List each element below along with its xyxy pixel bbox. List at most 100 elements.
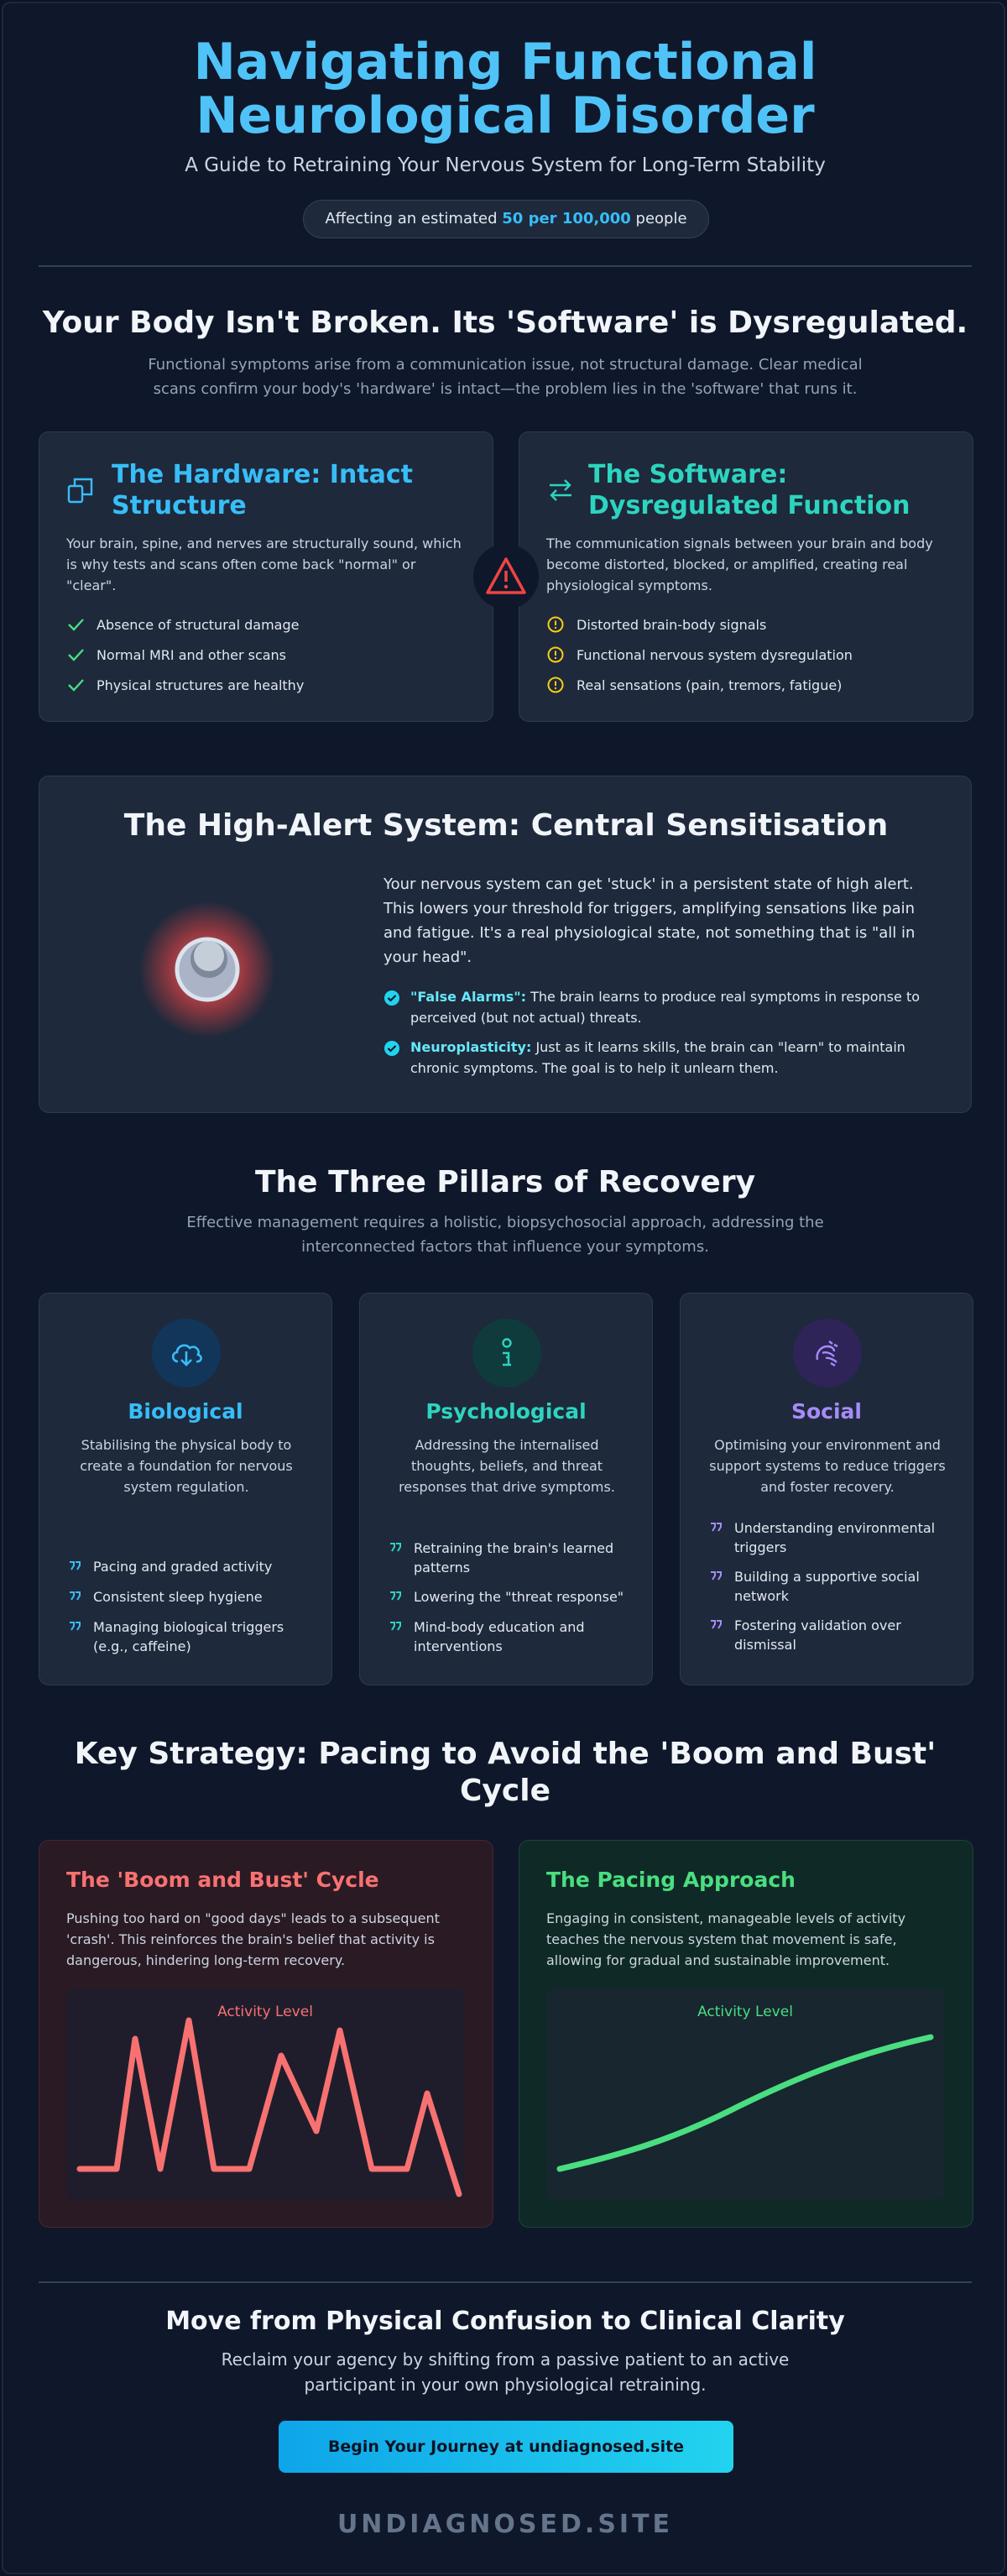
quote-icon [70, 1591, 81, 1601]
divider [39, 2281, 972, 2283]
check-circle-icon [384, 1041, 399, 1056]
software-title: The Software: Dysregulated Function [588, 459, 910, 521]
check-icon [68, 619, 84, 631]
pillar-item-text: Lowering the "threat response" [414, 1589, 624, 1605]
main-title-line1: Navigating Functional [193, 33, 817, 91]
pillar-biological: Biological Stabilising the physical body… [39, 1293, 332, 1685]
alert-glow [140, 902, 274, 1037]
footer-desc: Reclaim your agency by shifting from a p… [3, 2347, 1004, 2397]
section3-subtitle-line1: Effective management requires a holistic… [186, 1214, 824, 1231]
quote-icon [390, 1543, 401, 1552]
section2-desc: Your nervous system can get 'stuck' in a… [383, 872, 954, 969]
section2-desc-line: your head". [383, 948, 472, 966]
pillar-item: Managing biological triggers (e.g., caff… [70, 1617, 320, 1656]
boom-bust-line [76, 2017, 462, 2197]
neuroplasticity-text: Just as it learns skills, the brain can … [531, 1039, 905, 1055]
pillar-desc-line: system regulation. [123, 1479, 249, 1495]
pillar-item: Mind-body education and interventions [390, 1617, 640, 1656]
warning-triangle-icon [486, 557, 526, 594]
neuroplasticity-text-line2: chronic symptoms. The goal is to help it… [410, 1060, 779, 1076]
pillar-desc-line: responses that drive symptoms. [399, 1479, 615, 1495]
pillar-desc-line: thoughts, beliefs, and threat [410, 1458, 603, 1474]
section2-desc-line: and fatigue. It's a real physiological s… [383, 924, 916, 942]
section4-title-line1: Key Strategy: Pacing to Avoid the 'Boom … [74, 1737, 937, 1771]
check-icon [68, 649, 84, 661]
false-alarms-text: The brain learns to produce real symptom… [526, 989, 920, 1005]
warning-badge [473, 544, 539, 609]
false-alarms-point: "False Alarms": The brain learns to prod… [383, 986, 954, 1028]
alert-circle-icon [547, 646, 564, 663]
pacing-chart-label: Activity Level [697, 2004, 793, 2020]
software-desc-line: physiological symptoms. [546, 577, 712, 593]
hardware-desc-line: "clear". [66, 577, 117, 593]
pacing-desc-line: allowing for gradual and sustainable imp… [546, 1952, 890, 1968]
pacing-chart: Activity Level [546, 1988, 944, 2200]
section1-subtitle: Functional symptoms arise from a communi… [3, 353, 1004, 401]
software-desc-line: The communication signals between your b… [546, 536, 933, 551]
pillar-desc-line: create a foundation for nervous [80, 1458, 293, 1474]
hardware-desc-line: Your brain, spine, and nerves are struct… [66, 536, 462, 551]
brand-wordmark: UNDIAGNOSED.SITE [337, 2510, 674, 2539]
pillar-item: Building a supportive social network [711, 1567, 961, 1606]
pillar-item-text-line2: patterns [414, 1560, 471, 1575]
hardware-item-text: Normal MRI and other scans [97, 647, 287, 663]
neuroplasticity-point: Neuroplasticity: Just as it learns skill… [383, 1037, 954, 1079]
hardware-title-line2: Structure [112, 491, 247, 520]
boom-bust-desc: Pushing too hard on "good days" leads to… [66, 1908, 477, 1971]
neuroplasticity-label: Neuroplasticity: [410, 1039, 532, 1055]
section3-subtitle-line2: interconnected factors that influence yo… [301, 1238, 709, 1256]
pillar-psychological: Psychological Addressing the internalise… [359, 1293, 653, 1685]
boom-bust-desc-line: Pushing too hard on "good days" leads to… [66, 1910, 440, 1926]
pillar-desc-line: Stabilising the physical body to [81, 1437, 292, 1453]
pillar-item: Lowering the "threat response" [390, 1587, 640, 1607]
pillar-item-text-line2: dismissal [734, 1637, 796, 1653]
pillar-item-text-line2: triggers [734, 1539, 787, 1555]
pacing-desc: Engaging in consistent, manageable level… [546, 1908, 957, 1971]
software-desc: The communication signals between your b… [546, 533, 957, 596]
software-item-text: Real sensations (pain, tremors, fatigue) [577, 677, 843, 693]
pillar-item-text: Fostering validation over [734, 1617, 901, 1633]
pillar-desc-line: Optimising your environment and [714, 1437, 941, 1453]
software-card: The Software: Dysregulated Function The … [519, 431, 973, 722]
pacing-desc-line: Engaging in consistent, manageable level… [546, 1910, 906, 1926]
main-subtitle: A Guide to Retraining Your Nervous Syste… [185, 154, 826, 176]
hardware-title-line1: The Hardware: Intact [112, 460, 414, 489]
section4-title-line2: Cycle [460, 1774, 550, 1808]
stat-prefix: Affecting an estimated [325, 210, 503, 227]
pillar-icon-bg [793, 1319, 862, 1387]
quote-icon [70, 1561, 81, 1570]
footer-desc-line2: participant in your own physiological re… [304, 2375, 707, 2395]
pacing-desc-line: teaches the nervous system that movement… [546, 1931, 897, 1947]
pillar-item-text: Building a supportive social [734, 1569, 920, 1585]
pillar-item-text: Understanding environmental [734, 1520, 936, 1536]
check-circle-icon [384, 990, 399, 1006]
stat-suffix: people [630, 210, 687, 227]
boom-bust-chart: Activity Level [66, 1988, 464, 2200]
pillar-item-text: Managing biological triggers [93, 1619, 284, 1635]
pacing-line [556, 2034, 934, 2172]
hardware-desc-line: is why tests and scans often come back "… [66, 556, 416, 572]
pillar-icon-bg [472, 1319, 541, 1387]
pillar-icon-bg [152, 1319, 221, 1387]
section3-subtitle: Effective management requires a holistic… [3, 1210, 1004, 1259]
software-title-line2: Dysregulated Function [588, 491, 910, 520]
section1-subtitle-line2: scans confirm your body's 'hardware' is … [153, 380, 858, 398]
section4-title: Key Strategy: Pacing to Avoid the 'Boom … [3, 1736, 1004, 1810]
stat-pill: Affecting an estimated 50 per 100,000 pe… [303, 200, 709, 238]
hardware-item-text: Absence of structural damage [97, 617, 300, 633]
pillar-item-text: Mind-body education and [414, 1619, 585, 1635]
false-alarms-text-line2: perceived (but not actual) threats. [410, 1010, 642, 1026]
begin-journey-button[interactable]: Begin Your Journey at undiagnosed.site [279, 2421, 733, 2473]
pillar-desc-line: and foster recovery. [760, 1479, 895, 1495]
swap-arrows-icon [550, 479, 571, 501]
boom-bust-title: The 'Boom and Bust' Cycle [66, 1868, 379, 1892]
quote-icon [390, 1622, 401, 1631]
software-title-line1: The Software: [588, 460, 788, 489]
hardware-item-text: Physical structures are healthy [97, 677, 305, 693]
footer-desc-line1: Reclaim your agency by shifting from a p… [221, 2349, 790, 2370]
software-item-text: Distorted brain-body signals [577, 617, 767, 633]
hardware-desc: Your brain, spine, and nerves are struct… [66, 533, 477, 596]
hardware-card: The Hardware: Intact Structure Your brai… [39, 431, 493, 722]
main-title: Navigating Functional Neurological Disor… [3, 33, 1004, 143]
